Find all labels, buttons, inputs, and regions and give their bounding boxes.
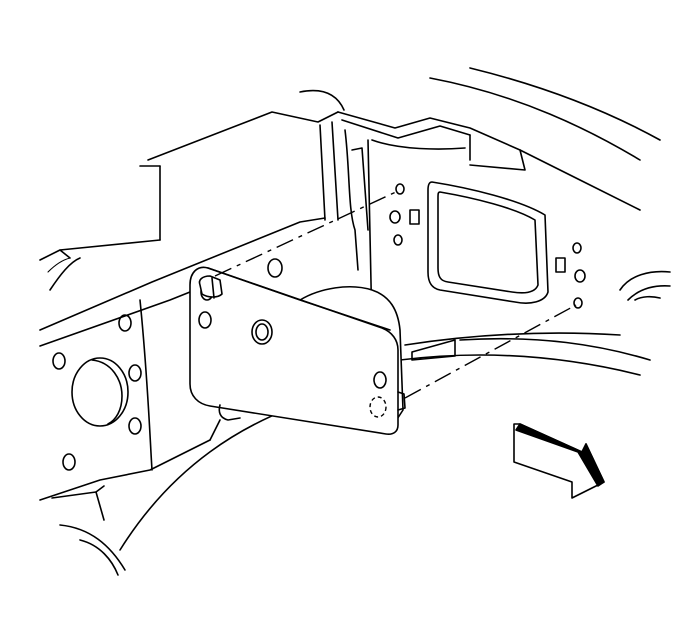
wall-hole-4 xyxy=(128,417,142,435)
direction-arrow-icon xyxy=(513,423,605,499)
wall-hole-5 xyxy=(62,453,76,471)
mount-hole-lower xyxy=(573,297,583,309)
panel-hole-e xyxy=(267,258,283,278)
bracket-hole-mid xyxy=(198,311,212,329)
access-plug-rim xyxy=(91,359,123,425)
access-plug-outer xyxy=(71,357,129,427)
alignment-line-lower xyxy=(404,304,577,399)
access-window-inner xyxy=(437,191,539,294)
right-panel xyxy=(399,270,671,376)
bracket-stud-upper xyxy=(198,275,223,298)
access-window-outer xyxy=(427,181,549,304)
panel-hole-c xyxy=(572,242,582,254)
bracket-plate xyxy=(189,266,399,435)
left-column xyxy=(159,121,369,271)
panel-hole-b xyxy=(393,234,403,246)
inner-panel xyxy=(267,139,586,331)
bracket-hole-large xyxy=(251,319,273,345)
alignment-lines xyxy=(214,190,577,399)
panel-hole-a xyxy=(389,210,401,224)
wall-hole-2 xyxy=(52,352,66,370)
panel-hole-d xyxy=(574,269,586,283)
upper-body-rails xyxy=(139,67,661,211)
wall-hole-3 xyxy=(128,364,142,382)
bracket-hole-lower xyxy=(373,371,387,389)
mounting-bracket xyxy=(189,266,406,435)
wall-hole-1 xyxy=(118,314,132,332)
slot-right xyxy=(555,257,566,273)
left-wall-holes xyxy=(52,314,142,471)
hidden-fastener xyxy=(369,396,387,418)
slot-left xyxy=(409,209,420,225)
mount-hole-upper xyxy=(395,183,405,195)
